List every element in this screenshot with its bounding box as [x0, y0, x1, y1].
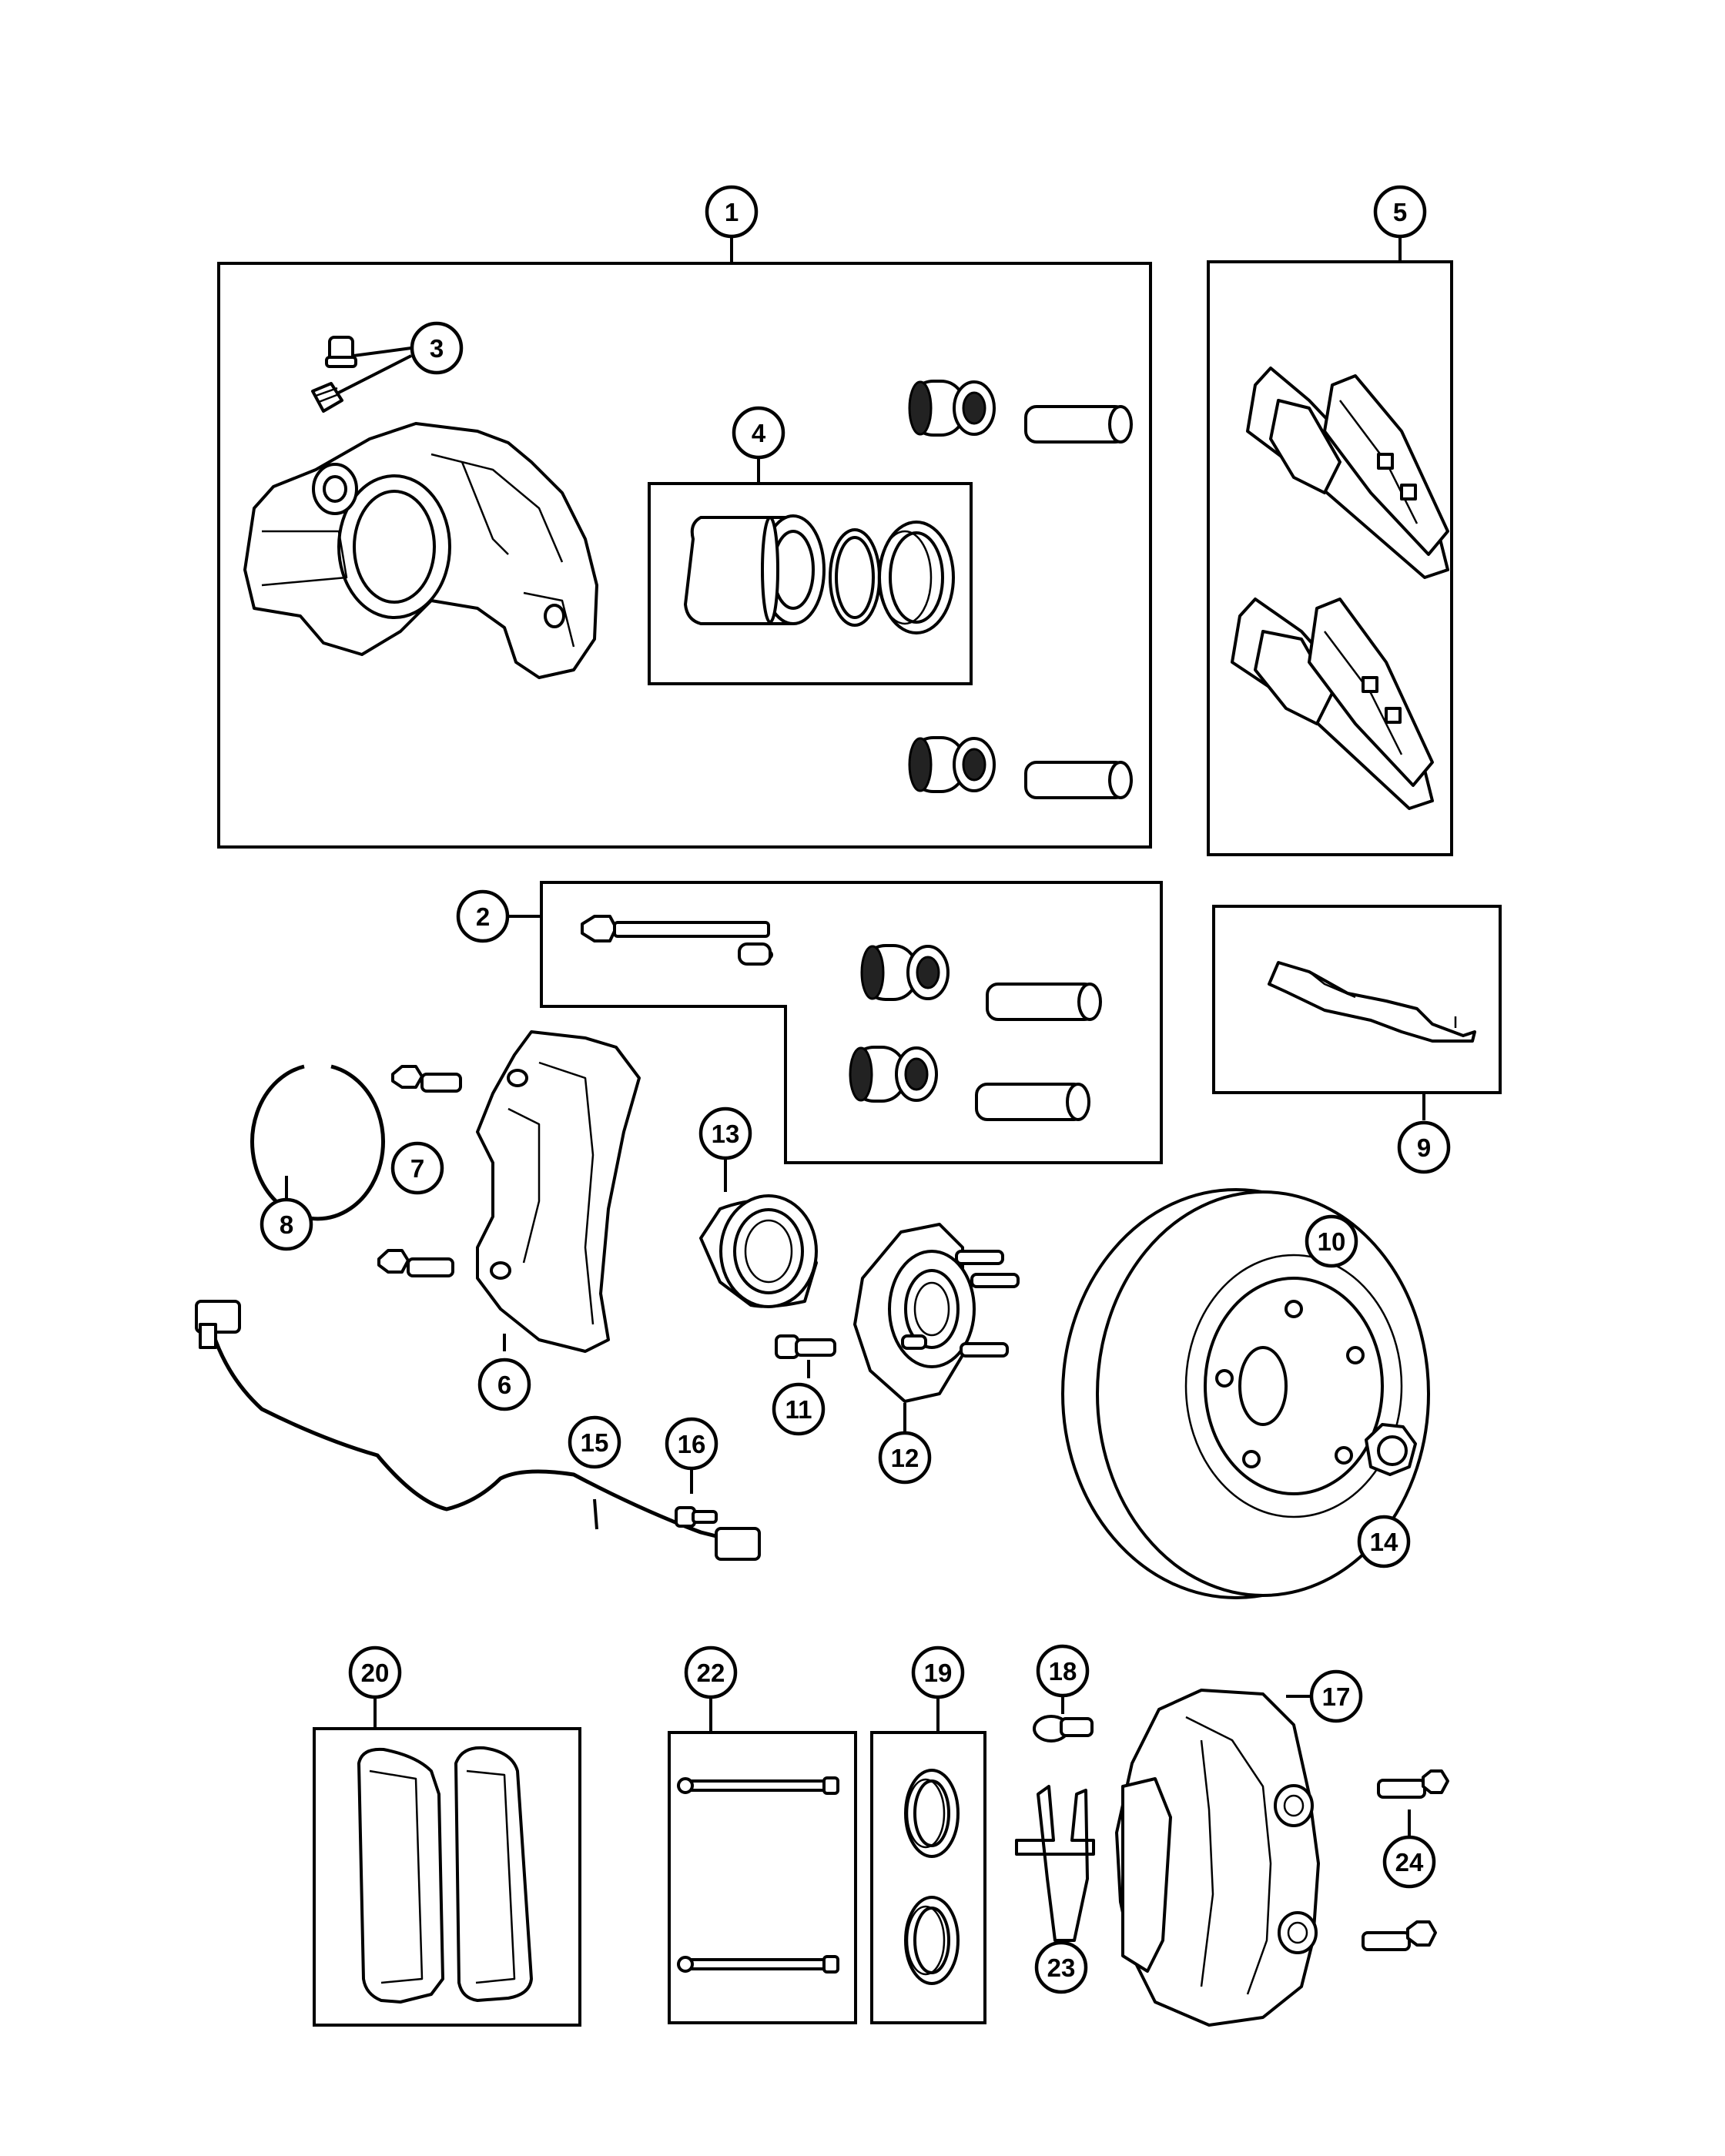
- piston-boot: [877, 521, 955, 634]
- caliper-piston: [684, 514, 826, 625]
- callout-13-label: 13: [712, 1120, 740, 1148]
- callout-2: 2: [456, 889, 510, 943]
- callout-14-label: 14: [1370, 1528, 1398, 1556]
- callout-6-label: 6: [497, 1371, 511, 1399]
- callout-4: 4: [732, 406, 785, 460]
- callout-17-label: 17: [1322, 1682, 1351, 1711]
- callout-6: 6: [477, 1358, 531, 1411]
- callout-11: 11: [772, 1382, 826, 1436]
- anti-rattle-clip: [1268, 961, 1476, 1043]
- pad-retaining-pin-lower: [677, 1955, 839, 1974]
- callout-2-label: 2: [476, 902, 490, 931]
- callout-19: 19: [911, 1645, 965, 1699]
- pad-retaining-pin-upper: [677, 1776, 839, 1795]
- callout-19-label: 19: [924, 1659, 953, 1687]
- callout-8: 8: [260, 1197, 313, 1251]
- guide-pin-kit-lower: [975, 1083, 1090, 1121]
- brake-pad-lower: [1231, 598, 1434, 810]
- caliper-adapter: [476, 1030, 641, 1353]
- callout-11-label: 11: [785, 1395, 812, 1424]
- guide-pin-lower: [1024, 761, 1133, 799]
- piston-kit-box: [648, 482, 973, 685]
- bleeder-screw: [311, 336, 357, 413]
- wheel-stud: [775, 1334, 836, 1359]
- callout-18-label: 18: [1049, 1657, 1077, 1686]
- callout-18: 18: [1036, 1644, 1090, 1698]
- sensor-bolt: [675, 1506, 718, 1528]
- callout-20-label: 20: [361, 1659, 390, 1687]
- rear-caliper-bolt-lower: [1362, 1920, 1437, 1951]
- callout-22: 22: [684, 1645, 738, 1699]
- rear-anti-rattle-spring: [1015, 1785, 1095, 1942]
- callout-13: 13: [698, 1106, 752, 1160]
- callout-16: 16: [665, 1417, 718, 1471]
- rear-caliper-bolt-upper: [1377, 1769, 1449, 1799]
- callout-22-label: 22: [697, 1659, 725, 1687]
- retaining-ring: [250, 1064, 385, 1221]
- callout-7: 7: [390, 1141, 444, 1195]
- callout-24-label: 24: [1395, 1848, 1424, 1876]
- callout-8-label: 8: [280, 1210, 293, 1239]
- callout-12: 12: [878, 1431, 932, 1485]
- guide-bushing-lower: [908, 736, 996, 793]
- rear-pad-kit-box: [313, 1727, 581, 2027]
- callout-17: 17: [1309, 1669, 1363, 1723]
- callout-23: 23: [1034, 1940, 1088, 1994]
- rear-brake-pad-right: [454, 1746, 533, 2002]
- wheel-speed-sensor: [195, 1300, 761, 1561]
- guide-pin-kit-box: [540, 881, 1163, 1164]
- rear-piston-seal-lower: [904, 1896, 960, 1985]
- guide-bushing-kit-upper: [860, 944, 950, 1001]
- brake-rotor: [1061, 1188, 1430, 1599]
- callout-15-label: 15: [581, 1428, 609, 1457]
- anti-rattle-clip-box: [1212, 905, 1502, 1094]
- callout-1-label: 1: [725, 198, 739, 226]
- callout-1: 1: [705, 185, 759, 239]
- lug-nut: [1365, 1423, 1417, 1476]
- caliper-mounting-bolt-upper: [391, 1065, 462, 1093]
- front-caliper-body: [243, 422, 598, 679]
- callout-12-label: 12: [891, 1444, 919, 1472]
- caliper-mounting-bolt-lower: [377, 1249, 454, 1277]
- guide-bushing-kit-lower: [849, 1046, 938, 1103]
- caliper-kit-box: [217, 262, 1152, 849]
- wheel-bearing: [699, 1194, 818, 1308]
- callout-7-label: 7: [410, 1154, 424, 1183]
- callout-24: 24: [1382, 1835, 1436, 1889]
- callout-3-label: 3: [430, 334, 444, 363]
- rear-brake-pad-left: [357, 1747, 444, 2004]
- guide-pin-kit-upper: [986, 983, 1102, 1021]
- callout-3: 3: [410, 321, 464, 375]
- guide-bushing-upper: [908, 380, 996, 437]
- guide-pin-upper: [1024, 405, 1133, 444]
- callout-23-label: 23: [1047, 1953, 1076, 1982]
- pin-kit-box: [668, 1731, 857, 2024]
- brake-pad-kit-box: [1207, 260, 1453, 856]
- callout-9: 9: [1397, 1120, 1451, 1174]
- rear-piston-seal-upper: [904, 1769, 960, 1858]
- callout-15: 15: [568, 1415, 621, 1469]
- callout-14: 14: [1357, 1515, 1411, 1568]
- callout-4-label: 4: [752, 419, 766, 447]
- wheel-hub: [853, 1223, 1020, 1403]
- piston-seal: [829, 528, 881, 627]
- callout-10-label: 10: [1318, 1227, 1346, 1256]
- guide-bolt: [581, 915, 773, 966]
- callout-20: 20: [348, 1645, 402, 1699]
- callout-10: 10: [1305, 1214, 1358, 1268]
- brake-pad-upper: [1246, 367, 1449, 579]
- rear-bleeder-screw: [1033, 1715, 1094, 1743]
- callout-16-label: 16: [678, 1430, 706, 1458]
- seal-kit-box: [870, 1731, 986, 2024]
- rear-caliper: [1115, 1689, 1320, 2027]
- callout-5: 5: [1373, 185, 1427, 239]
- callout-9-label: 9: [1417, 1133, 1431, 1162]
- callout-5-label: 5: [1393, 198, 1407, 226]
